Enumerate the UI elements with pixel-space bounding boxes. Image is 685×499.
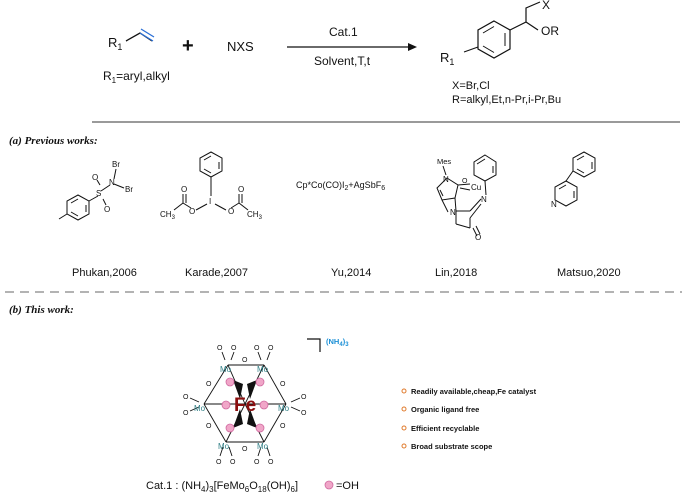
alkene-double-bond — [139, 28, 155, 42]
matsuo-n: N — [551, 200, 557, 209]
oh-legend-label: =OH — [336, 480, 359, 492]
feature-list: Readily available,cheap,Fe catalyst Orga… — [401, 387, 537, 451]
cluster-bracket — [307, 338, 321, 352]
lin-o1: O — [462, 178, 468, 185]
o-atom: O — [301, 394, 307, 401]
o-atom: O — [183, 394, 189, 401]
yu-formula: Cp*Co(CO)I2+AgSbF6 — [296, 180, 385, 192]
bullet-icon — [401, 406, 407, 412]
phukan-br1: Br — [112, 160, 120, 169]
o-atom: O — [280, 423, 286, 430]
product-side-chain — [509, 1, 541, 31]
x-definition: X=Br,Cl — [452, 80, 490, 92]
karade-ch3-left: CH3 — [160, 210, 176, 221]
work-label-3: Yu,2014 — [331, 267, 371, 279]
mo-atom-1: Mo — [220, 365, 232, 374]
counter-ion: (NH4)3 — [326, 337, 349, 348]
reagent-nxs: NXS — [227, 39, 254, 54]
mo-atom-4: Mo — [278, 404, 290, 413]
phukan-o2: O — [104, 205, 110, 214]
o-atom: O — [242, 446, 248, 453]
phukan-structure — [58, 168, 125, 221]
product-or: OR — [541, 24, 559, 38]
phukan-n: N — [109, 178, 115, 187]
lin-cu: Cu — [471, 183, 481, 192]
karade-i: I — [209, 197, 211, 206]
bullet-icon — [401, 443, 407, 449]
karade-o2: O — [228, 207, 234, 216]
lin-n1: N — [443, 175, 449, 184]
o-atom: O — [242, 357, 248, 364]
product-x: X — [542, 0, 550, 12]
work-label-2: Karade,2007 — [185, 267, 248, 279]
o-atom: O — [230, 459, 236, 466]
lin-o2: O — [475, 233, 481, 242]
o-atom: O — [301, 410, 307, 417]
mo-atom-2: Mo — [257, 365, 269, 374]
o-atom: O — [254, 459, 260, 466]
r-definition: R=alkyl,Et,n-Pr,i-Pr,Bu — [452, 94, 561, 106]
aromatic-bonds — [482, 26, 506, 53]
o-atom: O — [217, 345, 223, 352]
matsuo-structure — [554, 151, 596, 207]
o-atom: O — [206, 381, 212, 388]
arrow-head — [408, 43, 417, 51]
mo-atom-3: Mo — [194, 404, 206, 413]
mo-atom-5: Mo — [218, 442, 230, 451]
previous-works-header: (a) Previous works: — [9, 135, 98, 147]
lin-structure — [436, 154, 497, 237]
plus-sign: + — [182, 35, 194, 57]
karade-o3: O — [181, 185, 187, 194]
reactant-r1: R1 — [108, 35, 122, 52]
karade-ch3-right: CH3 — [247, 210, 263, 221]
feature-item-1: Readily available,cheap,Fe catalyst — [411, 387, 537, 396]
feature-item-4: Broad substrate scope — [411, 442, 492, 451]
o-atom: O — [206, 423, 212, 430]
o-atom: O — [231, 345, 237, 352]
bullet-icon — [401, 425, 407, 431]
work-label-1: Phukan,2006 — [72, 267, 137, 279]
lin-mes: Mes — [437, 157, 451, 166]
lin-n2: N — [450, 208, 456, 217]
phukan-o1: O — [92, 173, 98, 182]
catalyst-formula: Cat.1 : (NH4)3[FeMo6O18(OH)6] — [146, 480, 298, 494]
work-label-4: Lin,2018 — [435, 267, 477, 279]
lin-n3: N — [481, 195, 487, 204]
alkene-chain — [125, 32, 153, 42]
catalyst-label: Cat.1 — [329, 25, 358, 39]
o-atom: O — [280, 381, 286, 388]
r1-definition: R1=aryl,alkyl — [103, 69, 170, 85]
feature-item-2: Organic ligand free — [411, 405, 479, 414]
karade-o1: O — [189, 207, 195, 216]
phukan-s: S — [96, 189, 101, 198]
work-label-5: Matsuo,2020 — [557, 267, 621, 279]
product-r1: R1 — [440, 50, 454, 67]
mo-atom-6: Mo — [257, 442, 269, 451]
o-atom: O — [268, 459, 274, 466]
r1-bond — [463, 46, 479, 53]
o-atom: O — [254, 345, 260, 352]
oh-legend-icon — [324, 480, 334, 490]
karade-o4: O — [238, 185, 244, 194]
o-atom: O — [216, 459, 222, 466]
reaction-scheme: R1 R1=aryl,alkyl + NXS Cat.1 Solvent,T,t… — [103, 0, 561, 106]
feature-item-3: Efficient recyclable — [411, 424, 479, 433]
this-work-header: (b) This work: — [9, 304, 74, 316]
conditions-label: Solvent,T,t — [314, 54, 371, 68]
oh-markers — [221, 377, 269, 433]
phukan-br2: Br — [125, 185, 133, 194]
anderson-cluster: Mo Mo Mo Mo Mo Mo O O O O O O O O O O O … — [183, 345, 307, 466]
o-atom: O — [183, 410, 189, 417]
bullet-icon — [401, 388, 407, 394]
karade-structure — [173, 151, 249, 211]
fe-center: Fe — [234, 395, 256, 416]
o-atom: O — [268, 345, 274, 352]
